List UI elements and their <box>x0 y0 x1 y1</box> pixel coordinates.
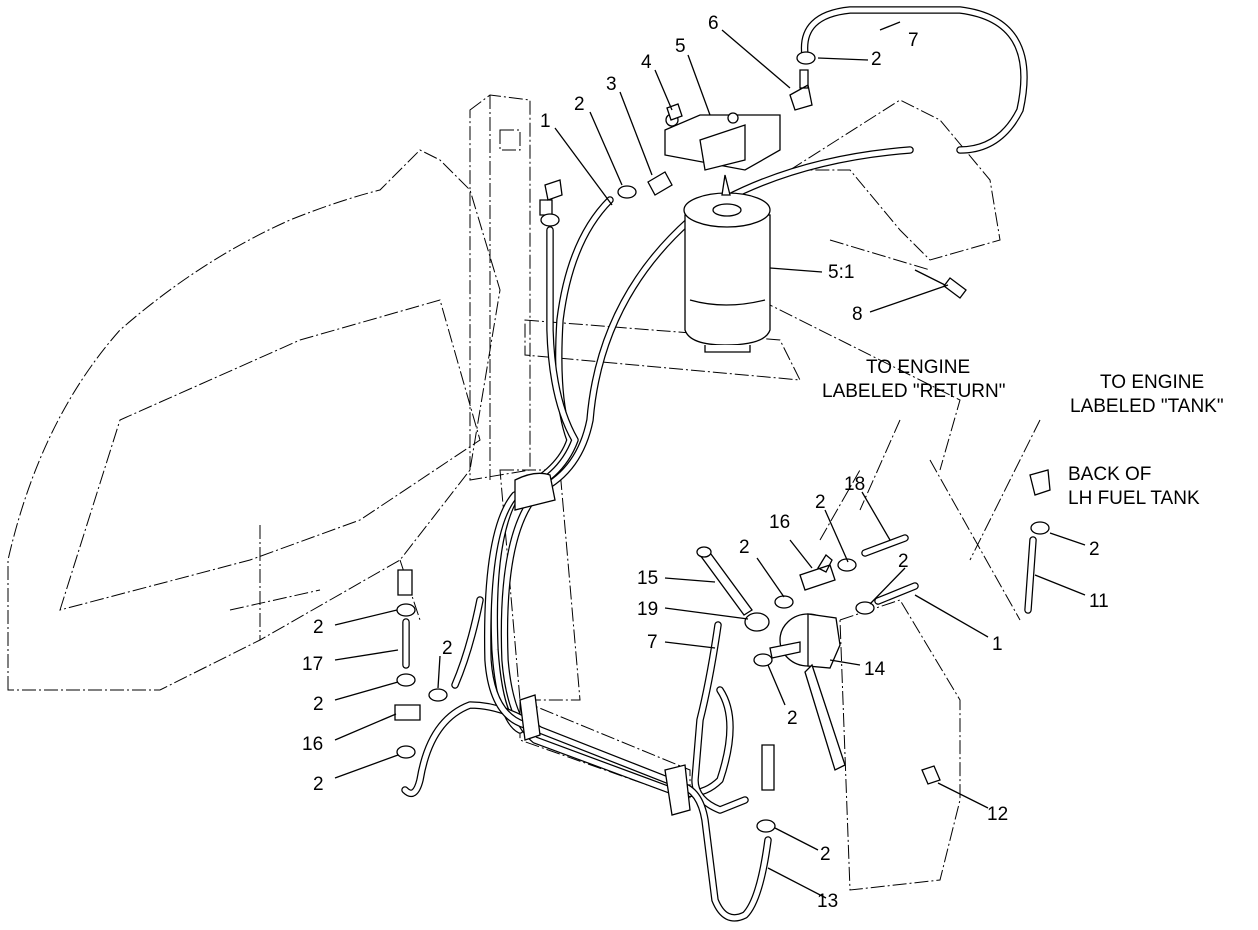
callout-6: 6 <box>708 13 719 34</box>
callout-2-upper-left: 2 <box>574 94 585 115</box>
note-back-line2: LH FUEL TANK <box>1068 488 1200 509</box>
callout-11: 11 <box>1089 591 1109 612</box>
callout-13: 13 <box>817 891 838 912</box>
bundle-clamps <box>514 472 691 816</box>
callout-14: 14 <box>864 659 886 680</box>
fuel-tank-inner <box>59 299 481 611</box>
right-lower-plate <box>839 599 961 891</box>
callout-16-lower: 16 <box>302 734 323 755</box>
callout-1-upper: 1 <box>540 111 551 132</box>
fittings <box>394 69 1051 791</box>
callout-2-right-2: 2 <box>739 537 750 558</box>
callout-12: 12 <box>987 804 1008 825</box>
callout-4: 4 <box>641 52 652 73</box>
phantom-structures <box>7 94 1041 891</box>
note-return-line1: TO ENGINE <box>866 357 970 378</box>
callout-19: 19 <box>637 599 658 620</box>
callout-2-left-3: 2 <box>442 638 453 659</box>
callout-18: 18 <box>844 474 865 495</box>
note-tank-line2: LABELED "TANK" <box>1070 396 1224 417</box>
note-back-line1: BACK OF <box>1068 464 1151 485</box>
callout-2-bottom: 2 <box>820 844 831 865</box>
leader-lines <box>334 21 1086 899</box>
callout-5-1: 5:1 <box>828 262 854 283</box>
fuel-tank-outline <box>7 149 501 691</box>
notes: TO ENGINE LABELED "RETURN" TO ENGINE LAB… <box>822 357 1224 509</box>
callout-2-top: 2 <box>871 49 882 70</box>
callout-1-lower: 1 <box>992 634 1003 655</box>
callout-5: 5 <box>675 36 686 57</box>
callout-8: 8 <box>852 304 863 325</box>
callout-17: 17 <box>302 654 323 675</box>
pump-assembly <box>696 546 846 771</box>
callout-7-lower: 7 <box>647 632 658 653</box>
callout-2-left-1: 2 <box>313 617 324 638</box>
callouts: 1 2 3 4 5 6 2 7 5:1 8 18 2 16 2 2 15 19 … <box>302 13 1109 912</box>
frame-post <box>469 94 531 481</box>
callout-3: 3 <box>606 74 617 95</box>
fuel-filter <box>683 192 771 353</box>
callout-15: 15 <box>637 568 658 589</box>
callout-2-left-2: 2 <box>313 694 324 715</box>
note-return-line2: LABELED "RETURN" <box>822 381 1005 402</box>
note-tank-line1: TO ENGINE <box>1100 372 1204 393</box>
callout-7-top: 7 <box>908 30 919 51</box>
callout-2-pump: 2 <box>787 708 798 729</box>
right-frame-plate <box>788 99 1001 261</box>
filter-head <box>664 112 781 196</box>
callout-2-left-4: 2 <box>313 774 324 795</box>
callout-16-upper: 16 <box>769 512 790 533</box>
callout-2-right-1: 2 <box>815 492 826 513</box>
callout-2-tank: 2 <box>1089 539 1100 560</box>
hose-clamps <box>396 51 1050 833</box>
callout-2-right-3: 2 <box>898 551 909 572</box>
